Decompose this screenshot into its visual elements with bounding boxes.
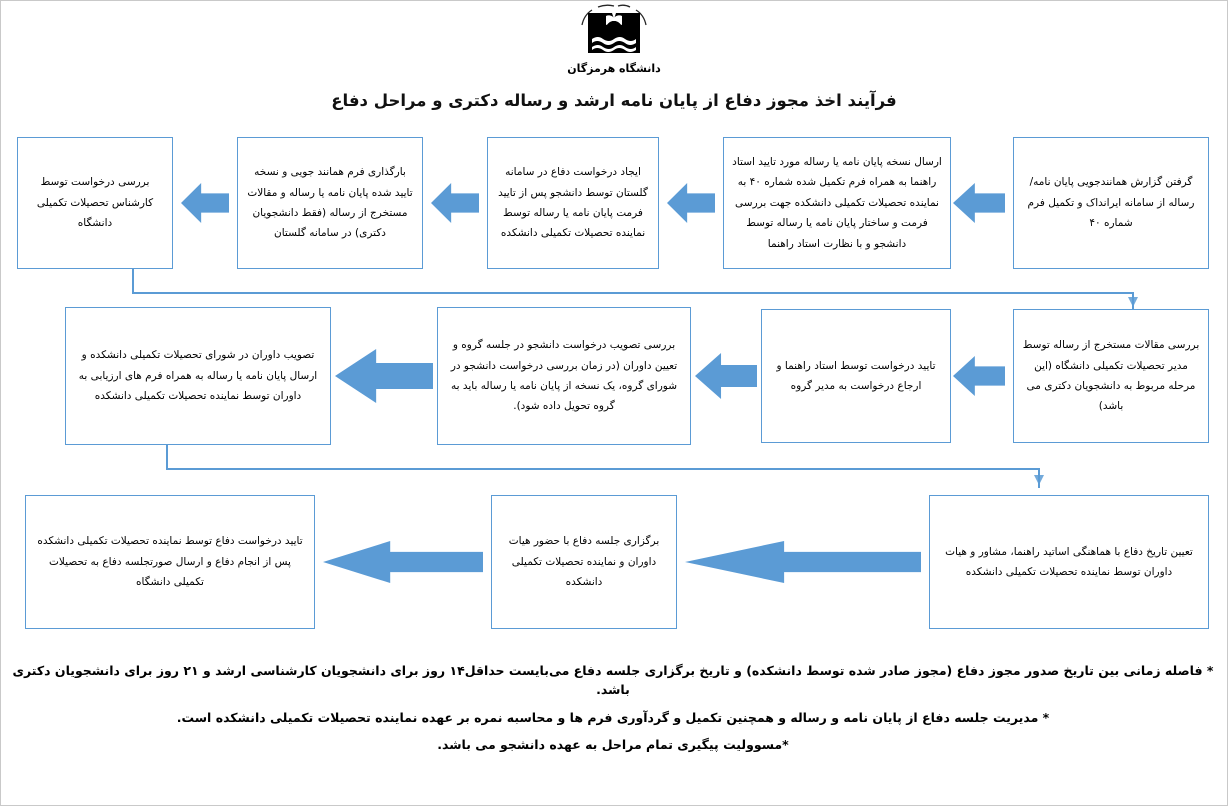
footnotes: * فاصله زمانی بین تاریخ صدور مجوز دفاع (…	[11, 661, 1215, 763]
flow-step-08: بررسی تصویب درخواست دانشجو در جلسه گروه …	[437, 307, 691, 445]
flow-step-09: تصویب داوران در شورای تحصیلات تکمیلی دان…	[65, 307, 331, 445]
flow-step-10: تعیین تاریخ دفاع با هماهنگی اساتید راهنم…	[929, 495, 1209, 629]
flow-step-10-text: تعیین تاریخ دفاع با هماهنگی اساتید راهنم…	[945, 545, 1193, 578]
flow-step-05-text: بررسی درخواست توسط کارشناس تحصیلات تکمیل…	[36, 176, 154, 230]
page-title: فرآیند اخذ مجوز دفاع از پایان نامه ارشد …	[331, 91, 897, 110]
arrow-step06-to-step07	[953, 356, 1005, 396]
connector-r1-r2-horizontal	[132, 292, 1134, 294]
arrow-step02-to-step03	[667, 183, 715, 223]
flow-step-06-text: بررسی مقالات مستخرج از رساله توسط مدیر ت…	[1022, 339, 1200, 413]
university-emblem-icon	[568, 3, 660, 61]
flow-step-08-text: بررسی تصویب درخواست دانشجو در جلسه گروه …	[450, 339, 678, 413]
footnote-3: *مسوولیت پیگیری تمام مراحل به عهده دانشج…	[437, 737, 789, 753]
flow-step-04-text: بارگذاری فرم همانند جویی و نسخه تایید شد…	[247, 166, 413, 240]
flow-step-12: تایید درخواست دفاع توسط نماینده تحصیلات …	[25, 495, 315, 629]
flow-step-01: گرفتن گزارش همانندجویی پایان نامه/ رساله…	[1013, 137, 1209, 269]
flow-step-04: بارگذاری فرم همانند جویی و نسخه تایید شد…	[237, 137, 423, 269]
connector-r2-r3-down-left	[166, 445, 168, 469]
footnote-2: * مدیریت جلسه دفاع از پایان نامه و رساله…	[176, 709, 1050, 725]
flow-step-12-text: تایید درخواست دفاع توسط نماینده تحصیلات …	[37, 535, 303, 589]
logo-caption: دانشگاه هرمزگان	[567, 62, 661, 75]
flow-step-02: ارسال نسخه پایان نامه یا رساله مورد تایی…	[723, 137, 951, 269]
flow-step-11: برگزاری جلسه دفاع با حضور هیات داوران و …	[491, 495, 677, 629]
arrow-step04-to-step05	[181, 183, 229, 223]
flow-step-06: بررسی مقالات مستخرج از رساله توسط مدیر ت…	[1013, 309, 1209, 443]
arrow-step07-to-step08	[695, 353, 757, 399]
university-logo: دانشگاه هرمزگان	[529, 3, 699, 81]
flow-step-02-text: ارسال نسخه پایان نامه یا رساله مورد تایی…	[732, 155, 942, 250]
arrow-step11-to-step12	[323, 541, 483, 583]
connector-r1-r2-down-left	[132, 269, 134, 293]
flow-step-09-text: تصویب داوران در شورای تحصیلات تکمیلی دان…	[78, 349, 318, 403]
arrow-step10-to-step11	[685, 541, 921, 583]
connector-r1-r2-arrowhead	[1128, 297, 1138, 307]
flow-step-07-text: تایید درخواست توسط استاد راهنما و ارجاع …	[776, 359, 936, 392]
connector-r2-r3-horizontal	[166, 468, 1039, 470]
arrow-step03-to-step04	[431, 183, 479, 223]
flow-step-05: بررسی درخواست توسط کارشناس تحصیلات تکمیل…	[17, 137, 173, 269]
arrow-step08-to-step09	[335, 349, 433, 403]
footnote-1: * فاصله زمانی بین تاریخ صدور مجوز دفاع (…	[12, 663, 1214, 698]
flow-step-03: ایجاد درخواست دفاع در سامانه گلستان توسط…	[487, 137, 659, 269]
connector-r2-r3-arrowhead	[1034, 475, 1044, 485]
flow-step-11-text: برگزاری جلسه دفاع با حضور هیات داوران و …	[508, 535, 660, 589]
arrow-step01-to-step02	[953, 183, 1005, 223]
flow-step-07: تایید درخواست توسط استاد راهنما و ارجاع …	[761, 309, 951, 443]
flow-step-03-text: ایجاد درخواست دفاع در سامانه گلستان توسط…	[498, 166, 648, 240]
flow-step-01-text: گرفتن گزارش همانندجویی پایان نامه/ رساله…	[1027, 176, 1195, 230]
